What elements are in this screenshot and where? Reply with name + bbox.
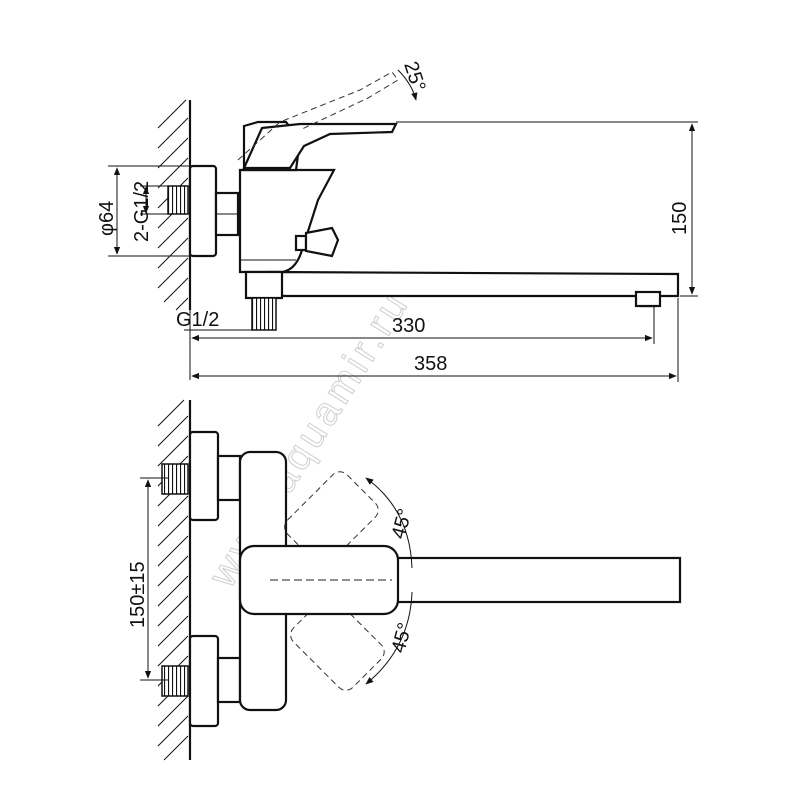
upper-connector — [216, 454, 242, 502]
top-view: 45° 45° 150±15 — [127, 399, 682, 761]
inlet-thread — [167, 185, 189, 215]
dim-diameter-label: φ64 — [96, 201, 118, 236]
side-view: 150 φ64 2-G1/2 G1/2 330 358 — [96, 69, 698, 382]
spout-top — [394, 556, 682, 604]
dim-height-label: 150 — [669, 202, 691, 235]
angle-arc-upper — [365, 477, 413, 569]
diverter-knob — [294, 234, 308, 252]
lower-connector — [216, 656, 242, 704]
wall-hatching-bottom — [157, 399, 192, 761]
upper-inlet-thread — [161, 463, 189, 495]
dim-angle-label: 25° — [399, 59, 429, 95]
aerator — [634, 290, 662, 308]
wall-hatching-top — [157, 99, 192, 311]
lever-raised-outline — [237, 71, 399, 161]
dim-angle-lower-label: 45° — [388, 620, 417, 655]
upper-flange — [188, 430, 220, 522]
spout — [268, 270, 680, 308]
lever-handle — [242, 122, 398, 170]
lower-flange — [188, 634, 220, 728]
dim-center-distance-label: 150±15 — [127, 561, 149, 628]
dim-inlet-thread-label: 2-G1/2 — [131, 181, 153, 242]
mixer-body — [238, 168, 336, 274]
dim-spout-length-label: 330 — [392, 315, 425, 337]
angle-arc-lower — [365, 591, 413, 685]
wall-flange — [188, 164, 218, 258]
bottom-outlet-nut — [244, 270, 284, 300]
dim-total-length-label: 358 — [414, 353, 447, 375]
bottom-outlet-thread — [251, 297, 277, 331]
dim-outlet-thread-label: G1/2 — [176, 309, 219, 331]
lower-inlet-thread — [161, 665, 189, 697]
dim-angle-upper-label: 45° — [388, 506, 417, 541]
angle-arc-25 — [397, 69, 418, 101]
